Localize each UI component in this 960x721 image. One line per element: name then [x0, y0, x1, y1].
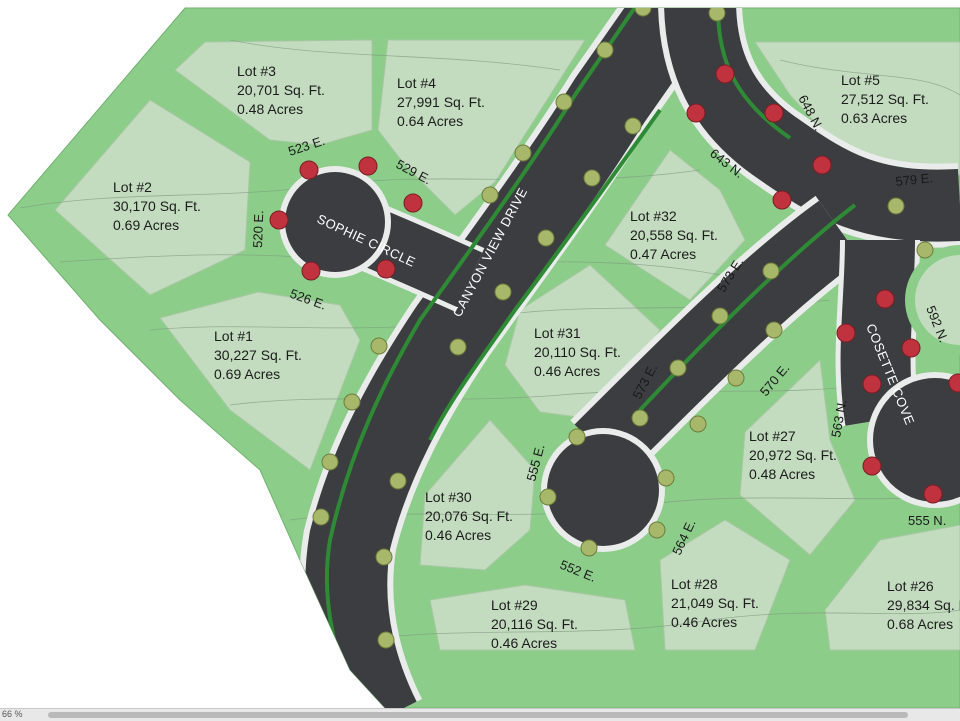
- parcel-lot-27: [739, 358, 856, 556]
- zoom-readout: 66 %: [2, 709, 23, 719]
- lot-31-label: Lot #31 20,110 Sq. Ft. 0.46 Acres: [534, 325, 625, 379]
- parcel-lot-3: [174, 39, 373, 146]
- lot-2-label: Lot #2 30,170 Sq. Ft. 0.69 Acres: [113, 179, 205, 233]
- lot-27-label: Lot #27 20,972 Sq. Ft. 0.48 Acres: [749, 428, 841, 482]
- lot-28-label: Lot #28 21,049 Sq. Ft. 0.46 Acres: [671, 576, 763, 630]
- address-555-n: 555 N.: [908, 513, 946, 528]
- address-579-e: 579 E.: [895, 170, 934, 189]
- horizontal-scrollbar[interactable]: [48, 712, 908, 718]
- address-520-e: 520 E.: [250, 210, 266, 248]
- status-bar: 66 %: [0, 708, 960, 721]
- markers-olive: [312, 8, 934, 649]
- parcel-lot-32: [604, 149, 746, 301]
- lot-1-label: Lot #1 30,227 Sq. Ft. 0.69 Acres: [214, 328, 306, 382]
- parcel-lot-28: [659, 519, 791, 651]
- lot-3-label: Lot #3 20,701 Sq. Ft. 0.48 Acres: [237, 63, 329, 117]
- lot-30-label: Lot #30 20,076 Sq. Ft. 0.46 Acres: [425, 489, 517, 543]
- parcel-lot-1: [159, 291, 361, 471]
- address-563-n: 563 N.: [828, 398, 849, 438]
- lot-26-label: Lot #26 29,834 Sq. Ft. 0.68 Acres: [887, 578, 960, 632]
- lot-29-label: Lot #29 20,116 Sq. Ft. 0.46 Acres: [491, 597, 582, 651]
- markers-red: [269, 64, 960, 504]
- lot-labels: Lot #3 20,701 Sq. Ft. 0.48 Acres Lot #4 …: [113, 63, 960, 651]
- parcel-lot-30: [419, 419, 536, 571]
- lot-32-label: Lot #32 20,558 Sq. Ft. 0.47 Acres: [630, 208, 722, 262]
- parcel-lot-29: [429, 584, 636, 651]
- parcel-lot-4: [377, 39, 586, 216]
- sidewalk-stripes: [324, 8, 857, 708]
- parcel-lot-2: [54, 99, 251, 296]
- lot-4-label: Lot #4 27,991 Sq. Ft. 0.64 Acres: [397, 75, 489, 129]
- lot-5-label: Lot #5 27,512 Sq. Ft. 0.63 Acres: [841, 72, 933, 126]
- parcel-lot-26: [824, 524, 960, 651]
